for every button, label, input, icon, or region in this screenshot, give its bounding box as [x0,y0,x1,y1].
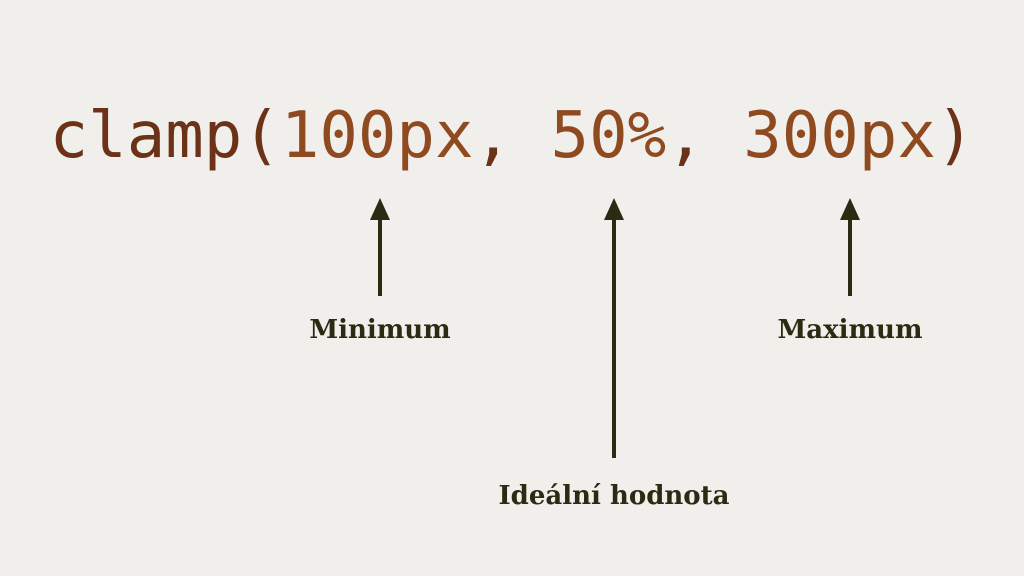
open-paren: ( [242,99,281,173]
maximum-arrow-icon [838,198,862,298]
max-argument: 300px [743,99,936,173]
maximum-label: Maximum [777,315,923,345]
ideal-argument: 50% [550,99,667,173]
close-paren: ) [935,99,975,173]
function-name: clamp [49,99,243,173]
clamp-expression: clamp(100px, 50%, 300px) [0,96,1024,176]
min-argument: 100px [280,99,474,173]
separator-2: , [666,99,744,173]
ideal-value-label: Ideální hodnota [498,481,730,511]
separator-1: , [473,99,551,173]
ideal-arrow-icon [602,198,626,460]
minimum-label: Minimum [309,315,451,345]
minimum-arrow-icon [368,198,392,298]
